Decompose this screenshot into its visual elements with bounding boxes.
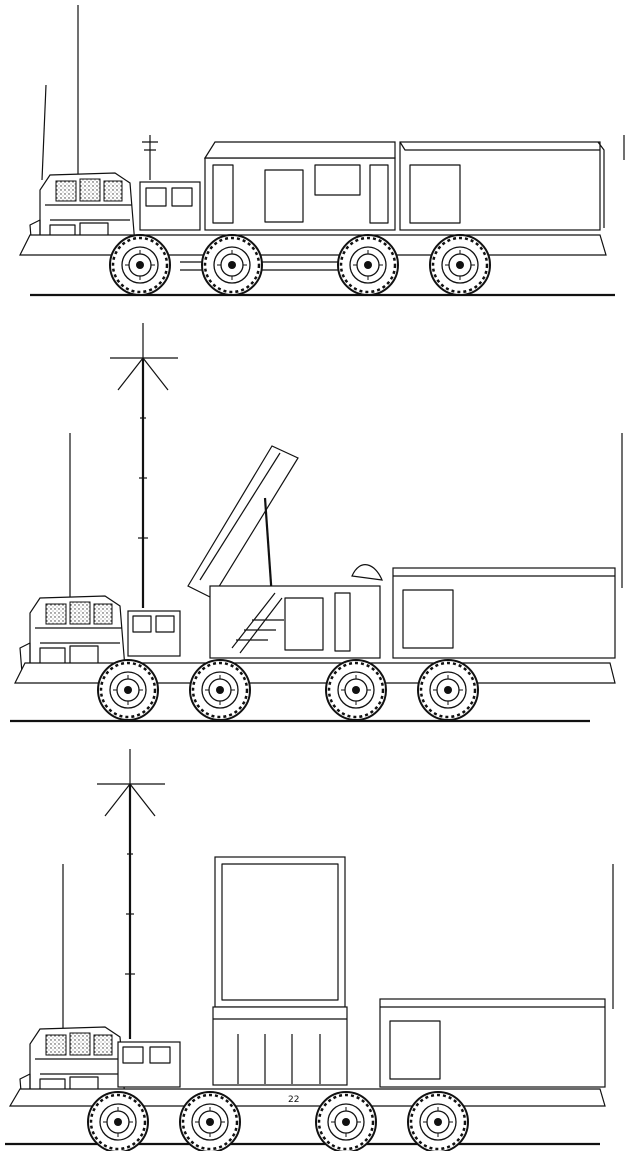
- view-transport: [0, 0, 640, 310]
- launcher-container: [379, 998, 606, 1088]
- antenna-mast: [97, 749, 165, 1039]
- ladder: [231, 592, 284, 654]
- whip-antenna-rear: [41, 84, 47, 181]
- raised-launcher: [187, 445, 299, 599]
- antenna-mast: [110, 323, 178, 608]
- chassis: [19, 234, 607, 256]
- dish-antenna: [351, 564, 383, 581]
- view-launch: [0, 318, 640, 736]
- cab: [19, 595, 126, 674]
- operator-module: [209, 585, 381, 659]
- radar-panel-raised: [212, 856, 348, 1086]
- chassis-plate: 22: [288, 1095, 299, 1105]
- equipment-box: [117, 1041, 181, 1088]
- launcher-container: [392, 567, 616, 659]
- vehicle-launch-drawing: [10, 323, 623, 723]
- equipment-box: [127, 610, 181, 657]
- view-radar: 22: [0, 744, 640, 1151]
- vehicle-radar-drawing: 22: [5, 749, 614, 1151]
- module-door: [264, 169, 304, 223]
- launcher-container: [399, 141, 601, 231]
- vehicle-transport-drawing: [19, 5, 625, 297]
- mast-stowed: [142, 135, 158, 180]
